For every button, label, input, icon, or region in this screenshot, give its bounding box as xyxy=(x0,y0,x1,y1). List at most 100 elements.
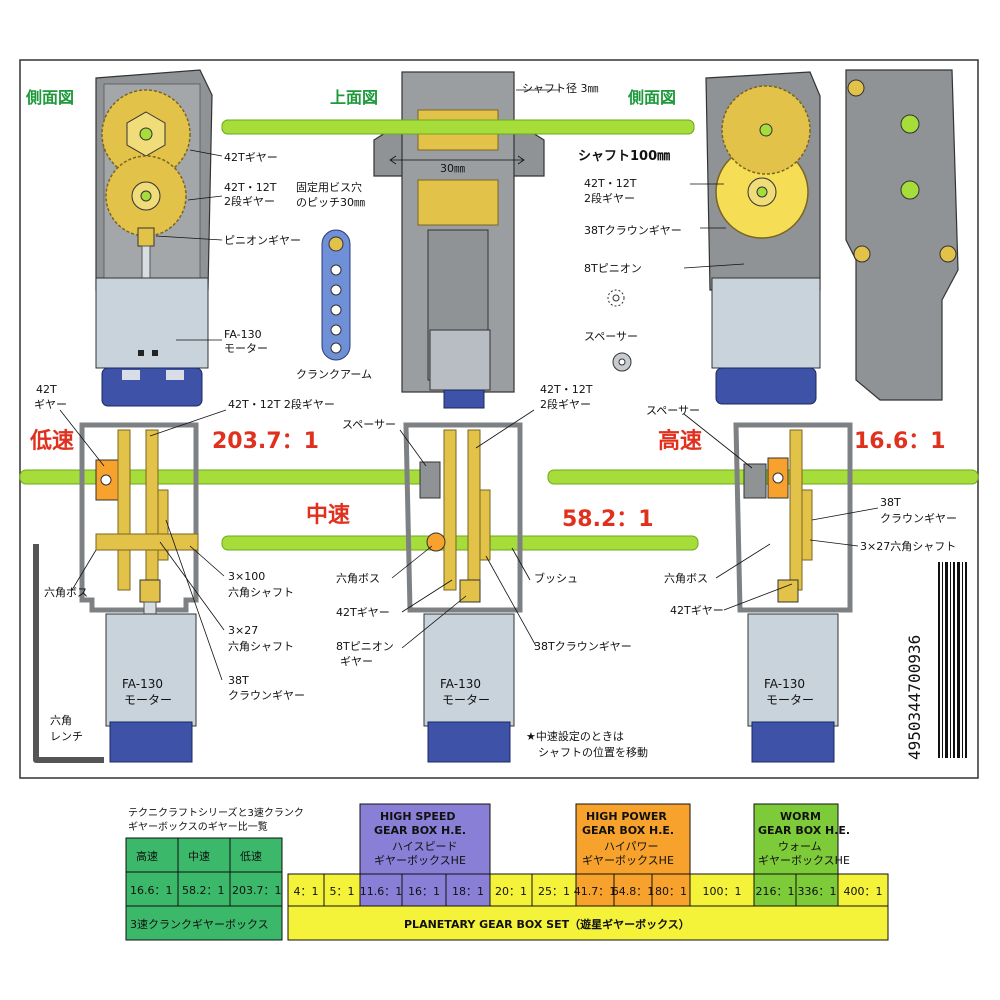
label-low-shaft100-a: 3×100 xyxy=(228,570,265,583)
label-motor-b: モーター xyxy=(224,342,268,355)
pinion-gear-icon xyxy=(137,227,155,247)
hs-box-c: ハイスピード xyxy=(392,840,457,853)
label-low-42t-b: ギヤー xyxy=(34,398,67,411)
crank-header-high: 高速 xyxy=(136,849,158,863)
ratio-cell: 336：1 xyxy=(798,885,837,898)
label-hole-a: 固定用ビス穴 xyxy=(296,180,362,194)
label-mid-42t: 42Tギヤー xyxy=(336,606,390,619)
ratio-cell: 5：1 xyxy=(330,885,355,898)
spacer-icon xyxy=(612,352,632,372)
label-pinion: ピニオンギヤー xyxy=(224,234,301,247)
label-low-shaft27-b: 六角シャフト xyxy=(228,640,294,653)
ratio-cell: 64.8：1 xyxy=(612,885,655,898)
label-high-shaft: 3×27六角シャフト xyxy=(860,540,956,553)
label-spacer-top: スペーサー xyxy=(584,330,638,343)
label-dim-30: 30㎜ xyxy=(440,162,465,175)
pinion-8t-icon xyxy=(607,289,625,307)
barcode-digits: 4950344700936 xyxy=(905,635,924,760)
ratio-cell: 25：1 xyxy=(538,885,570,898)
label-pinion-8t: 8Tピニオン xyxy=(584,262,642,275)
hp-box-b: GEAR BOX H.E. xyxy=(582,824,674,837)
planetary-label: PLANETARY GEAR BOX SET（遊星ギヤーボックス） xyxy=(404,917,690,931)
motor-low-b: モーター xyxy=(124,693,172,707)
label-right-42t-b: 2段ギヤー xyxy=(584,191,635,205)
worm-box-a: WORM xyxy=(780,810,821,823)
side-view-right xyxy=(705,71,821,405)
gearbox-mid xyxy=(403,422,523,763)
label-crown-38t: 38Tクラウンギヤー xyxy=(584,224,682,237)
motor-high-b: モーター xyxy=(766,693,814,707)
label-high-42t: 42Tギヤー xyxy=(670,604,724,617)
label-high-crown-b: クラウンギヤー xyxy=(880,512,957,525)
ratio-cell: 400：1 xyxy=(844,885,883,898)
hex-wrench-icon xyxy=(33,544,104,763)
label-low-shaft27-a: 3×27 xyxy=(228,624,258,637)
table-title-b: ギヤーボックスのギヤー比一覧 xyxy=(128,821,268,833)
motor-mid-a: FA-130 xyxy=(440,677,481,691)
label-mid-pinion-b: ギヤー xyxy=(340,655,373,668)
side-view-left xyxy=(95,69,213,407)
view-title-side-left: 側面図 xyxy=(25,88,74,107)
label-low-crown-a: 38T xyxy=(228,674,249,687)
label-high-crown-a: 38T xyxy=(880,496,901,509)
ratio-cell: 41.7：1 xyxy=(574,885,617,898)
ratio-cell: 20：1 xyxy=(495,885,527,898)
view-title-top: 上面図 xyxy=(330,88,378,107)
speed-mid-label: 中速 xyxy=(306,502,350,528)
label-42t-gear: 42Tギヤー xyxy=(224,151,278,164)
label-shaft-dia: シャフト径 3㎜ xyxy=(522,82,599,95)
label-bushing: ブッシュ xyxy=(534,571,578,585)
speed-mid-ratio: 58.2：1 xyxy=(562,507,654,532)
hp-box-a: HIGH POWER xyxy=(586,810,667,823)
label-mid-crown: 38Tクラウンギヤー xyxy=(534,640,632,653)
crank-value-low: 203.7：1 xyxy=(232,884,282,897)
label-mid-gear-b: 2段ギヤー xyxy=(540,397,591,411)
crank-value-high: 16.6：1 xyxy=(130,884,173,897)
worm-box-c: ウォーム xyxy=(778,840,822,853)
label-42t-12t-b: 2段ギヤー xyxy=(224,194,275,208)
label-mid-gear-a: 42T・12T xyxy=(540,383,593,396)
lower-leaders xyxy=(59,409,879,681)
label-note-a: ★中速設定のときは xyxy=(526,729,624,743)
label-low-two-stage: 42T・12T 2段ギヤー xyxy=(228,397,335,411)
hs-box-a: HIGH SPEED xyxy=(380,810,456,823)
label-motor-a: FA-130 xyxy=(224,328,262,341)
label-right-42t-a: 42T・12T xyxy=(584,177,637,190)
side-view-right-leaders xyxy=(683,183,745,269)
worm-box-d: ギヤーボックスHE xyxy=(758,854,850,867)
ratio-cell: 80：1 xyxy=(655,885,687,898)
label-low-shaft100-b: 六角シャフト xyxy=(228,586,294,599)
ratio-cell: 11.6：1 xyxy=(360,885,403,898)
label-wrench-a: 六角 xyxy=(50,714,72,727)
crank-value-mid: 58.2：1 xyxy=(182,884,225,897)
crank-header-mid: 中速 xyxy=(188,850,210,863)
barcode: 4950344700936 xyxy=(905,562,967,760)
label-hole-b: のピッチ30㎜ xyxy=(296,196,365,209)
side-view-left-leaders xyxy=(155,149,223,341)
gearbox-high xyxy=(733,422,853,763)
worm-box-b: GEAR BOX H.E. xyxy=(758,824,850,837)
speed-low-ratio: 203.7：1 xyxy=(212,429,319,454)
label-mid-hex-boss: 六角ボス xyxy=(336,572,380,585)
label-high-hex-boss: 六角ボス xyxy=(664,572,708,585)
hs-box-b: GEAR BOX H.E. xyxy=(374,824,466,837)
ratio-cell: 4：1 xyxy=(294,885,319,898)
label-shaft-100: シャフト100㎜ xyxy=(578,149,670,164)
label-note-b: シャフトの位置を移動 xyxy=(538,745,648,759)
gearbox-low xyxy=(79,422,199,763)
label-low-crown-b: クラウンギヤー xyxy=(228,689,305,702)
crank-arm-icon xyxy=(321,229,351,361)
label-crank-arm: クランクアーム xyxy=(296,368,372,381)
label-mid-spacer: スペーサー xyxy=(342,418,396,431)
speed-high-ratio: 16.6：1 xyxy=(854,429,946,454)
hp-box-c: ハイパワー xyxy=(604,840,659,853)
dim-30mm xyxy=(389,155,525,165)
top-view xyxy=(221,71,695,409)
label-low-hex-boss: 六角ボス xyxy=(44,586,88,599)
label-low-42t-a: 42T xyxy=(36,383,57,396)
speed-low-label: 低速 xyxy=(29,428,74,454)
ratio-cell: 18：1 xyxy=(452,885,484,898)
label-mid-pinion-a: 8Tピニオン xyxy=(336,640,394,653)
speed-high-label: 高速 xyxy=(658,428,702,454)
